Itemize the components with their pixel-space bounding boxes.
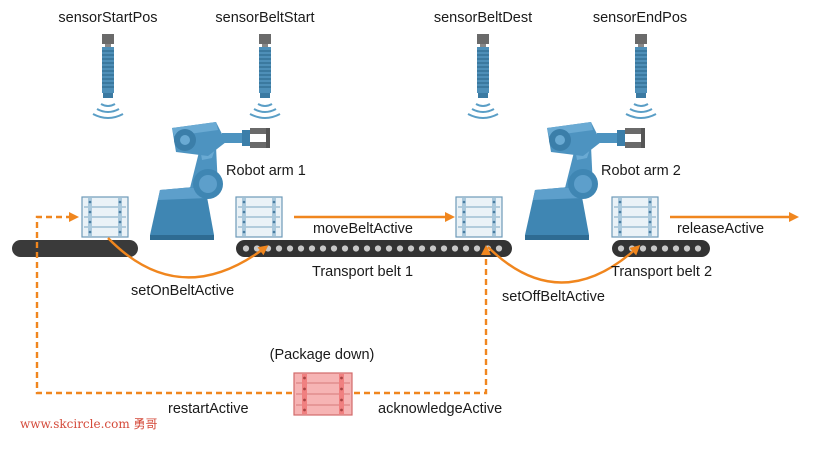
belt-roller xyxy=(451,245,459,252)
robot-arm-1-label: Robot arm 1 xyxy=(226,163,306,179)
belt-roller xyxy=(385,245,393,252)
belt-roller xyxy=(462,245,470,252)
set-on-belt-active-label: setOnBeltActive xyxy=(131,283,234,299)
transport-belt-1-label: Transport belt 1 xyxy=(312,264,413,280)
flow-arrows xyxy=(35,212,799,395)
belt-roller xyxy=(672,245,680,252)
belt-roller xyxy=(407,245,415,252)
belt-roller xyxy=(495,245,503,252)
belt-roller xyxy=(418,245,426,252)
belt-roller xyxy=(286,245,294,252)
belt-roller xyxy=(275,245,283,252)
belt-roller xyxy=(352,245,360,252)
belt-roller xyxy=(341,245,349,252)
belt-roller xyxy=(683,245,691,252)
sensor-icon xyxy=(92,33,124,119)
belt-roller xyxy=(374,245,382,252)
belt-roller xyxy=(319,245,327,252)
package-icon xyxy=(81,196,129,238)
acknowledge-dashed-path xyxy=(354,245,491,395)
conveyor-belt-icon xyxy=(612,240,710,257)
package-icon xyxy=(235,196,283,238)
sensor-icon xyxy=(467,33,499,119)
belt-roller xyxy=(639,245,647,252)
set-off-belt-arrow xyxy=(487,244,641,284)
conveyor-belt-icon xyxy=(236,240,512,257)
watermark: www.skcircle.com 勇哥 xyxy=(20,417,158,431)
package-icon xyxy=(611,196,659,238)
sensor-belt-start-label: sensorBeltStart xyxy=(215,10,314,26)
belt-roller xyxy=(308,245,316,252)
sensor-belt-dest-label: sensorBeltDest xyxy=(434,10,532,26)
restart-dashed-path xyxy=(35,212,292,395)
sensor-start-pos-label: sensorStartPos xyxy=(58,10,157,26)
belt-roller xyxy=(396,245,404,252)
release-active-label: releaseActive xyxy=(677,221,764,237)
restart-active-label: restartActive xyxy=(168,401,249,417)
package-down-label: (Package down) xyxy=(270,347,375,363)
belt-roller xyxy=(694,245,702,252)
belt-roller xyxy=(440,245,448,252)
belt-roller xyxy=(297,245,305,252)
start-belt xyxy=(12,240,138,257)
belt-roller xyxy=(661,245,669,252)
belt-roller xyxy=(473,245,481,252)
belt-roller xyxy=(242,245,250,252)
move-belt-active-label: moveBeltActive xyxy=(313,221,413,237)
belt-roller xyxy=(617,245,625,252)
sensor-end-pos-label: sensorEndPos xyxy=(593,10,687,26)
belt-roller xyxy=(650,245,658,252)
robot-arm-2-label: Robot arm 2 xyxy=(601,163,681,179)
package-icon xyxy=(455,196,503,238)
belt-roller xyxy=(330,245,338,252)
set-on-belt-arrow xyxy=(107,237,269,279)
sensor-icon xyxy=(249,33,281,119)
transport-belt-2-label: Transport belt 2 xyxy=(611,264,712,280)
belt-roller xyxy=(429,245,437,252)
fault-package-icon xyxy=(293,372,353,416)
sensor-icon xyxy=(625,33,657,119)
set-off-belt-active-label: setOffBeltActive xyxy=(502,289,605,305)
acknowledge-active-label: acknowledgeActive xyxy=(378,401,502,417)
belt-roller xyxy=(363,245,371,252)
